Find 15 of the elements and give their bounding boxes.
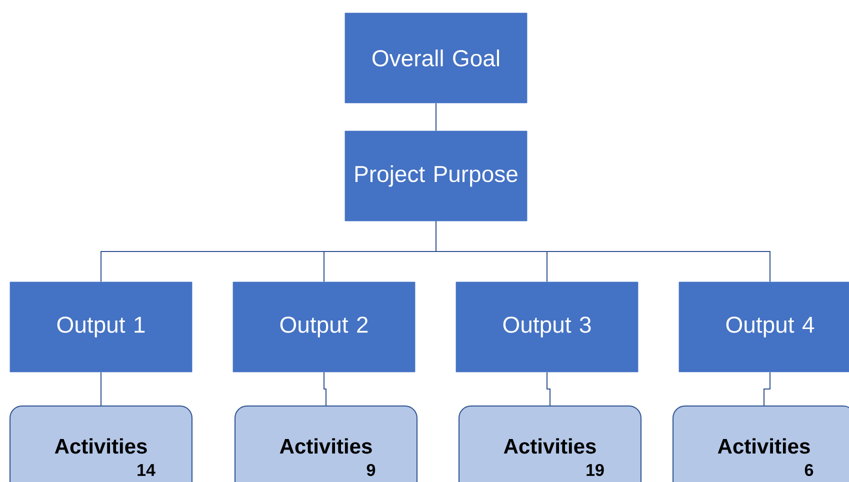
output-box: Output 3 xyxy=(456,282,638,372)
activity-box: Activities 19 xyxy=(458,406,642,482)
connector-line xyxy=(436,220,770,282)
goal-box: Overall Goal xyxy=(344,12,528,104)
activity-box: Activities 6 xyxy=(672,406,849,482)
output-box: Output 1 xyxy=(10,282,192,372)
goal-box: Project Purpose xyxy=(344,130,528,222)
connector-line xyxy=(546,372,550,406)
activity-box: Activities 14 xyxy=(10,406,192,482)
output-box: Output 4 xyxy=(678,282,849,372)
connector-line xyxy=(764,372,770,406)
activity-box: Activities 9 xyxy=(234,406,418,482)
output-box: Output 2 xyxy=(232,282,416,372)
connector-line xyxy=(100,372,102,406)
connector-line xyxy=(324,372,326,406)
